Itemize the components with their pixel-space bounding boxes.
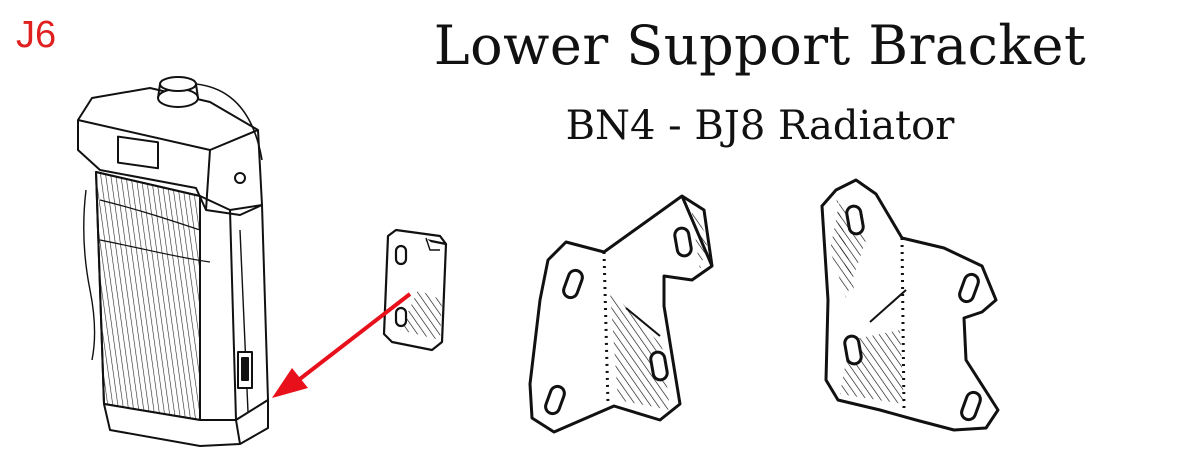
small-bracket-illustration	[382, 228, 448, 352]
bracket-view-left-illustration	[528, 194, 714, 434]
diagram-title: Lower Support Bracket	[433, 14, 1087, 77]
diagram-subtitle: BN4 - BJ8 Radiator	[565, 103, 955, 149]
location-arrow	[272, 292, 412, 398]
bracket-view-right-illustration	[820, 178, 1000, 432]
reference-code: J6	[16, 14, 57, 56]
radiator-illustration	[77, 76, 269, 447]
